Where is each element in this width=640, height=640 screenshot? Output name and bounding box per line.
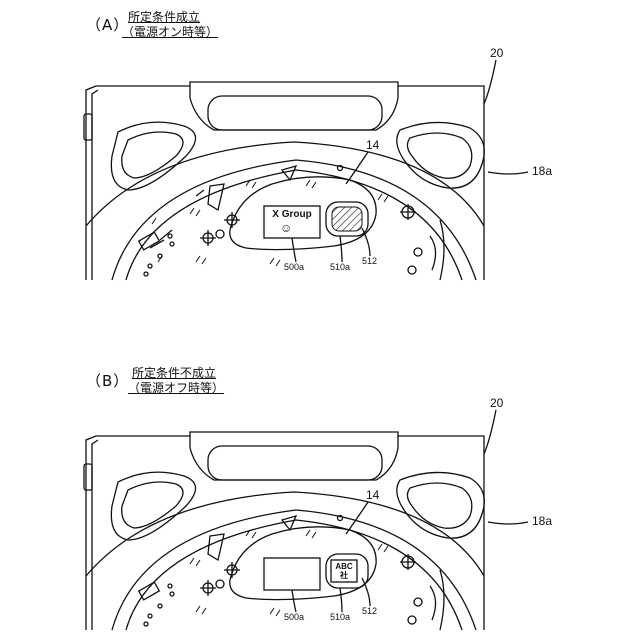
company-logo-line2: 社 xyxy=(330,571,358,580)
leader-20 xyxy=(484,410,496,454)
top-tray-window xyxy=(208,96,382,130)
frame-arch-outer xyxy=(86,492,484,576)
ref-second-image: 510a xyxy=(330,262,350,272)
ref-machine: 20 xyxy=(490,396,503,410)
left-edge-handle xyxy=(84,114,92,140)
power-state: （電源オフ時等） xyxy=(128,379,224,396)
top-tray xyxy=(190,86,398,130)
left-edge-strip xyxy=(92,90,98,280)
side-buttons xyxy=(139,232,174,276)
ref-first-image: 500a xyxy=(284,612,304,622)
first-image-box xyxy=(264,558,320,590)
leader-500a xyxy=(292,590,296,612)
panel-a: （A） 所定条件成立 （電源オン時等） 20 18a 14 500a 510a … xyxy=(0,0,640,320)
ref-first-image: 500a xyxy=(284,262,304,272)
panel-b: （B） 所定条件不成立 （電源オフ時等） 20 18a 14 500a 510a… xyxy=(0,320,640,640)
power-state: （電源オン時等） xyxy=(122,23,218,40)
leader-500a xyxy=(292,238,296,262)
ref-second-display: 512 xyxy=(362,606,377,616)
company-logo-line1: ABC xyxy=(330,562,358,571)
left-edge-strip xyxy=(92,440,98,630)
ref-front-frame: 18a xyxy=(532,164,552,178)
first-image-text: X Group xyxy=(266,209,318,221)
ref-machine: 20 xyxy=(490,46,503,60)
ref-second-image: 510a xyxy=(330,612,350,622)
top-tray xyxy=(190,436,398,480)
smiley-face-icon: ☺ xyxy=(280,222,292,234)
leader-18a xyxy=(488,522,528,524)
ref-front-frame: 18a xyxy=(532,514,552,528)
leader-510a xyxy=(340,236,342,262)
side-buttons xyxy=(139,582,174,626)
left-edge-handle xyxy=(84,464,92,490)
ref-display: 14 xyxy=(366,138,379,152)
leader-20 xyxy=(484,60,496,104)
top-tray-window xyxy=(208,446,382,480)
second-image-hatched xyxy=(332,207,362,231)
machine-drawing-b xyxy=(0,320,640,640)
machine-drawing-a xyxy=(0,0,640,320)
panel-label: （B） xyxy=(86,370,129,391)
leader-510a xyxy=(340,588,342,612)
ref-display: 14 xyxy=(366,488,379,502)
leader-18a xyxy=(488,172,528,174)
ref-second-display: 512 xyxy=(362,256,377,266)
